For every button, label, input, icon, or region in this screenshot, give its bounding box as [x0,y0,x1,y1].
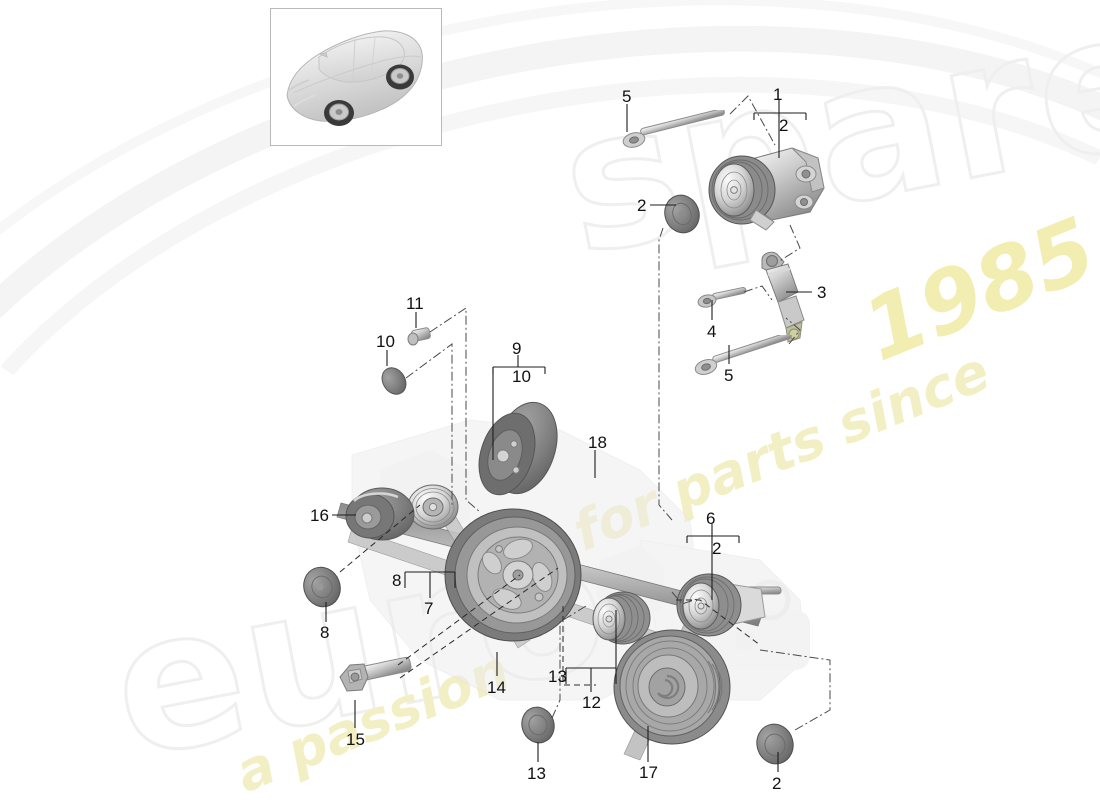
car-silhouette-icon [286,30,423,126]
alternator-pulley-assembly [470,398,575,503]
callout-18: 18 [588,433,607,452]
callout-16: 16 [310,506,329,525]
callout-5-a: 5 [622,87,632,106]
callout-13-a: 13 [548,667,567,686]
callout-2-d: 2 [772,774,782,793]
air-conditioner-compressor-pulley [612,628,732,746]
callout-11: 11 [406,294,424,313]
callout-2-b: 2 [637,196,647,215]
callout-15: 15 [346,730,365,749]
tensioning-roller-assembly [583,588,651,650]
hex-socket-bolt-long-lower [692,331,802,377]
idler-pulley-assembly [665,565,785,643]
flange-bolt [334,655,416,703]
callout-8-b: 8 [320,623,330,642]
belt-tensioner-assembly [700,140,835,240]
callout-2-c: 2 [712,539,722,558]
callout-17: 17 [639,763,658,782]
callout-13-b: 13 [527,764,546,783]
stud-bolt [405,325,435,349]
callout-5-b: 5 [724,366,734,385]
hex-socket-bolt-short [696,283,752,313]
callout-14: 14 [487,678,506,697]
callout-1: 1 [773,85,783,104]
cover-cap-2-upper [661,193,703,235]
callout-7: 7 [424,599,434,618]
callout-6: 6 [706,509,716,528]
deflection-roller-left [340,483,418,545]
callout-2-a: 2 [779,116,789,135]
vehicle-thumbnail-box [270,8,442,146]
callout-9: 9 [512,339,522,358]
hex-socket-bolt-long-upper [618,108,733,150]
callout-8-a: 8 [392,571,402,590]
cover-cap-13 [518,705,558,745]
callout-10-a: 10 [512,367,531,386]
vibration-damper-crank-pulley [443,505,583,645]
cover-cap-10-oval [378,365,410,397]
callout-3: 3 [817,283,827,302]
callout-4: 4 [707,322,717,341]
cover-cap-8 [300,565,344,609]
cover-cap-2-lower [753,722,797,766]
watermark-year: 1985 [849,198,1100,382]
callout-12: 12 [582,693,601,712]
callout-10-b: 10 [376,332,395,351]
